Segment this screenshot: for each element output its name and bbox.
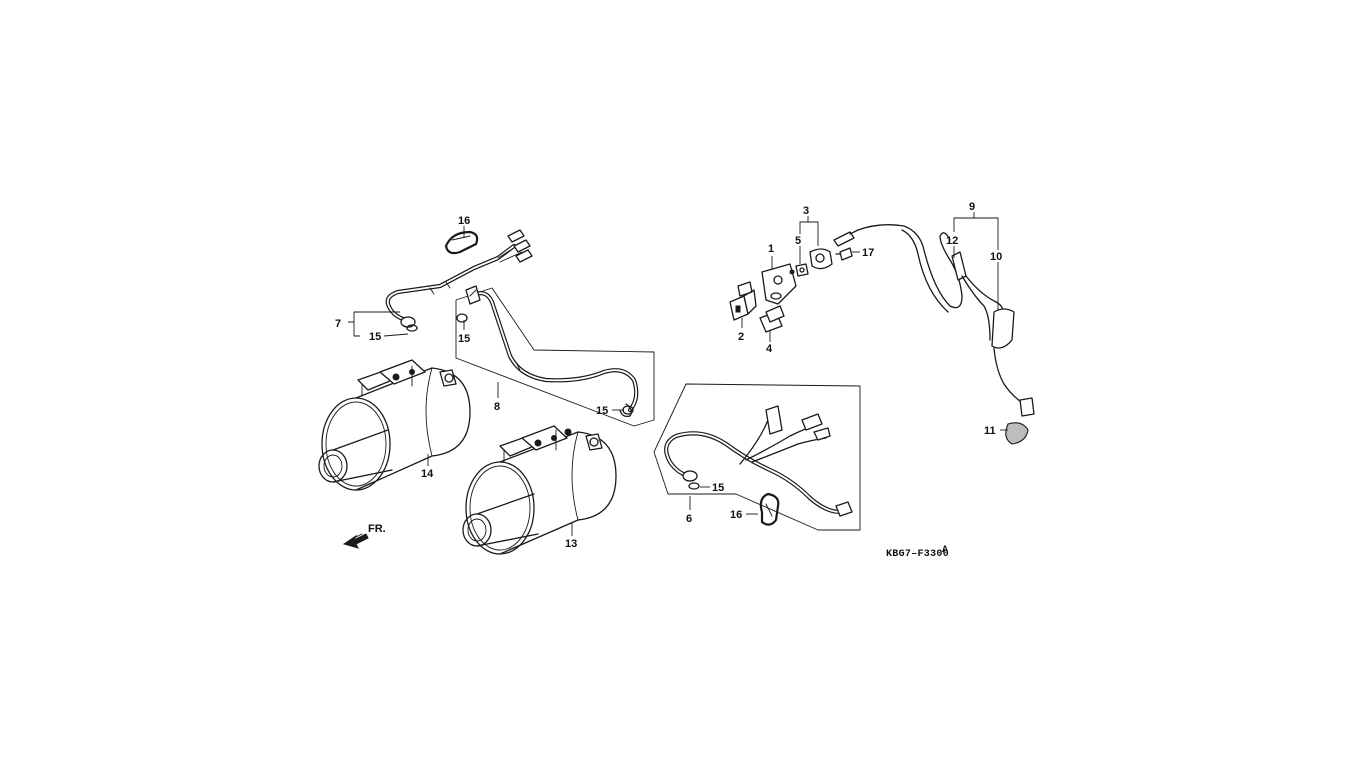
callout-15-b: 15 (458, 333, 470, 345)
figure-code-suffix: A (942, 545, 948, 556)
direction-label: FR. (368, 523, 386, 535)
callout-4: 4 (766, 343, 773, 355)
callout-16-upper: 16 (458, 215, 470, 227)
callout-11: 11 (984, 425, 996, 437)
sensor-cable-9 (857, 224, 1035, 445)
clip-16-lower (759, 492, 780, 526)
callout-3: 3 (803, 205, 809, 217)
callout-7: 7 (335, 318, 341, 330)
grip-heater-13 (462, 425, 617, 555)
figure-code-text: KBG7–F3300 (886, 549, 949, 560)
figure-code: KBG7–F3300 A (886, 545, 949, 560)
callout-13: 13 (565, 538, 577, 550)
callout-17: 17 (862, 247, 874, 259)
callout-15-c: 15 (596, 405, 608, 417)
wire-harness-7 (385, 229, 533, 332)
callout-9: 9 (969, 201, 975, 213)
callout-1: 1 (768, 243, 774, 255)
callout-labels: 16 7 15 15 8 15 14 13 6 15 16 1 2 3 4 5 … (335, 201, 1002, 550)
callout-14: 14 (421, 468, 434, 480)
callout-15-a: 15 (369, 331, 381, 343)
callout-2: 2 (738, 331, 744, 343)
callout-15-d: 15 (712, 482, 724, 494)
front-direction-arrow: FR. (342, 523, 386, 549)
callout-16-lower: 16 (730, 509, 742, 521)
wire-harness-6 (653, 383, 861, 531)
grip-heater-14 (318, 359, 471, 491)
leader-lines (348, 212, 1008, 536)
callout-12: 12 (946, 235, 958, 247)
callout-8: 8 (494, 401, 500, 413)
callout-10: 10 (990, 251, 1002, 263)
washer-15-parts (456, 313, 634, 415)
switch-assembly (729, 229, 859, 333)
wire-harness-8 (455, 285, 655, 427)
callout-5: 5 (795, 235, 801, 247)
callout-6: 6 (686, 513, 692, 525)
clip-16-upper (444, 230, 479, 255)
